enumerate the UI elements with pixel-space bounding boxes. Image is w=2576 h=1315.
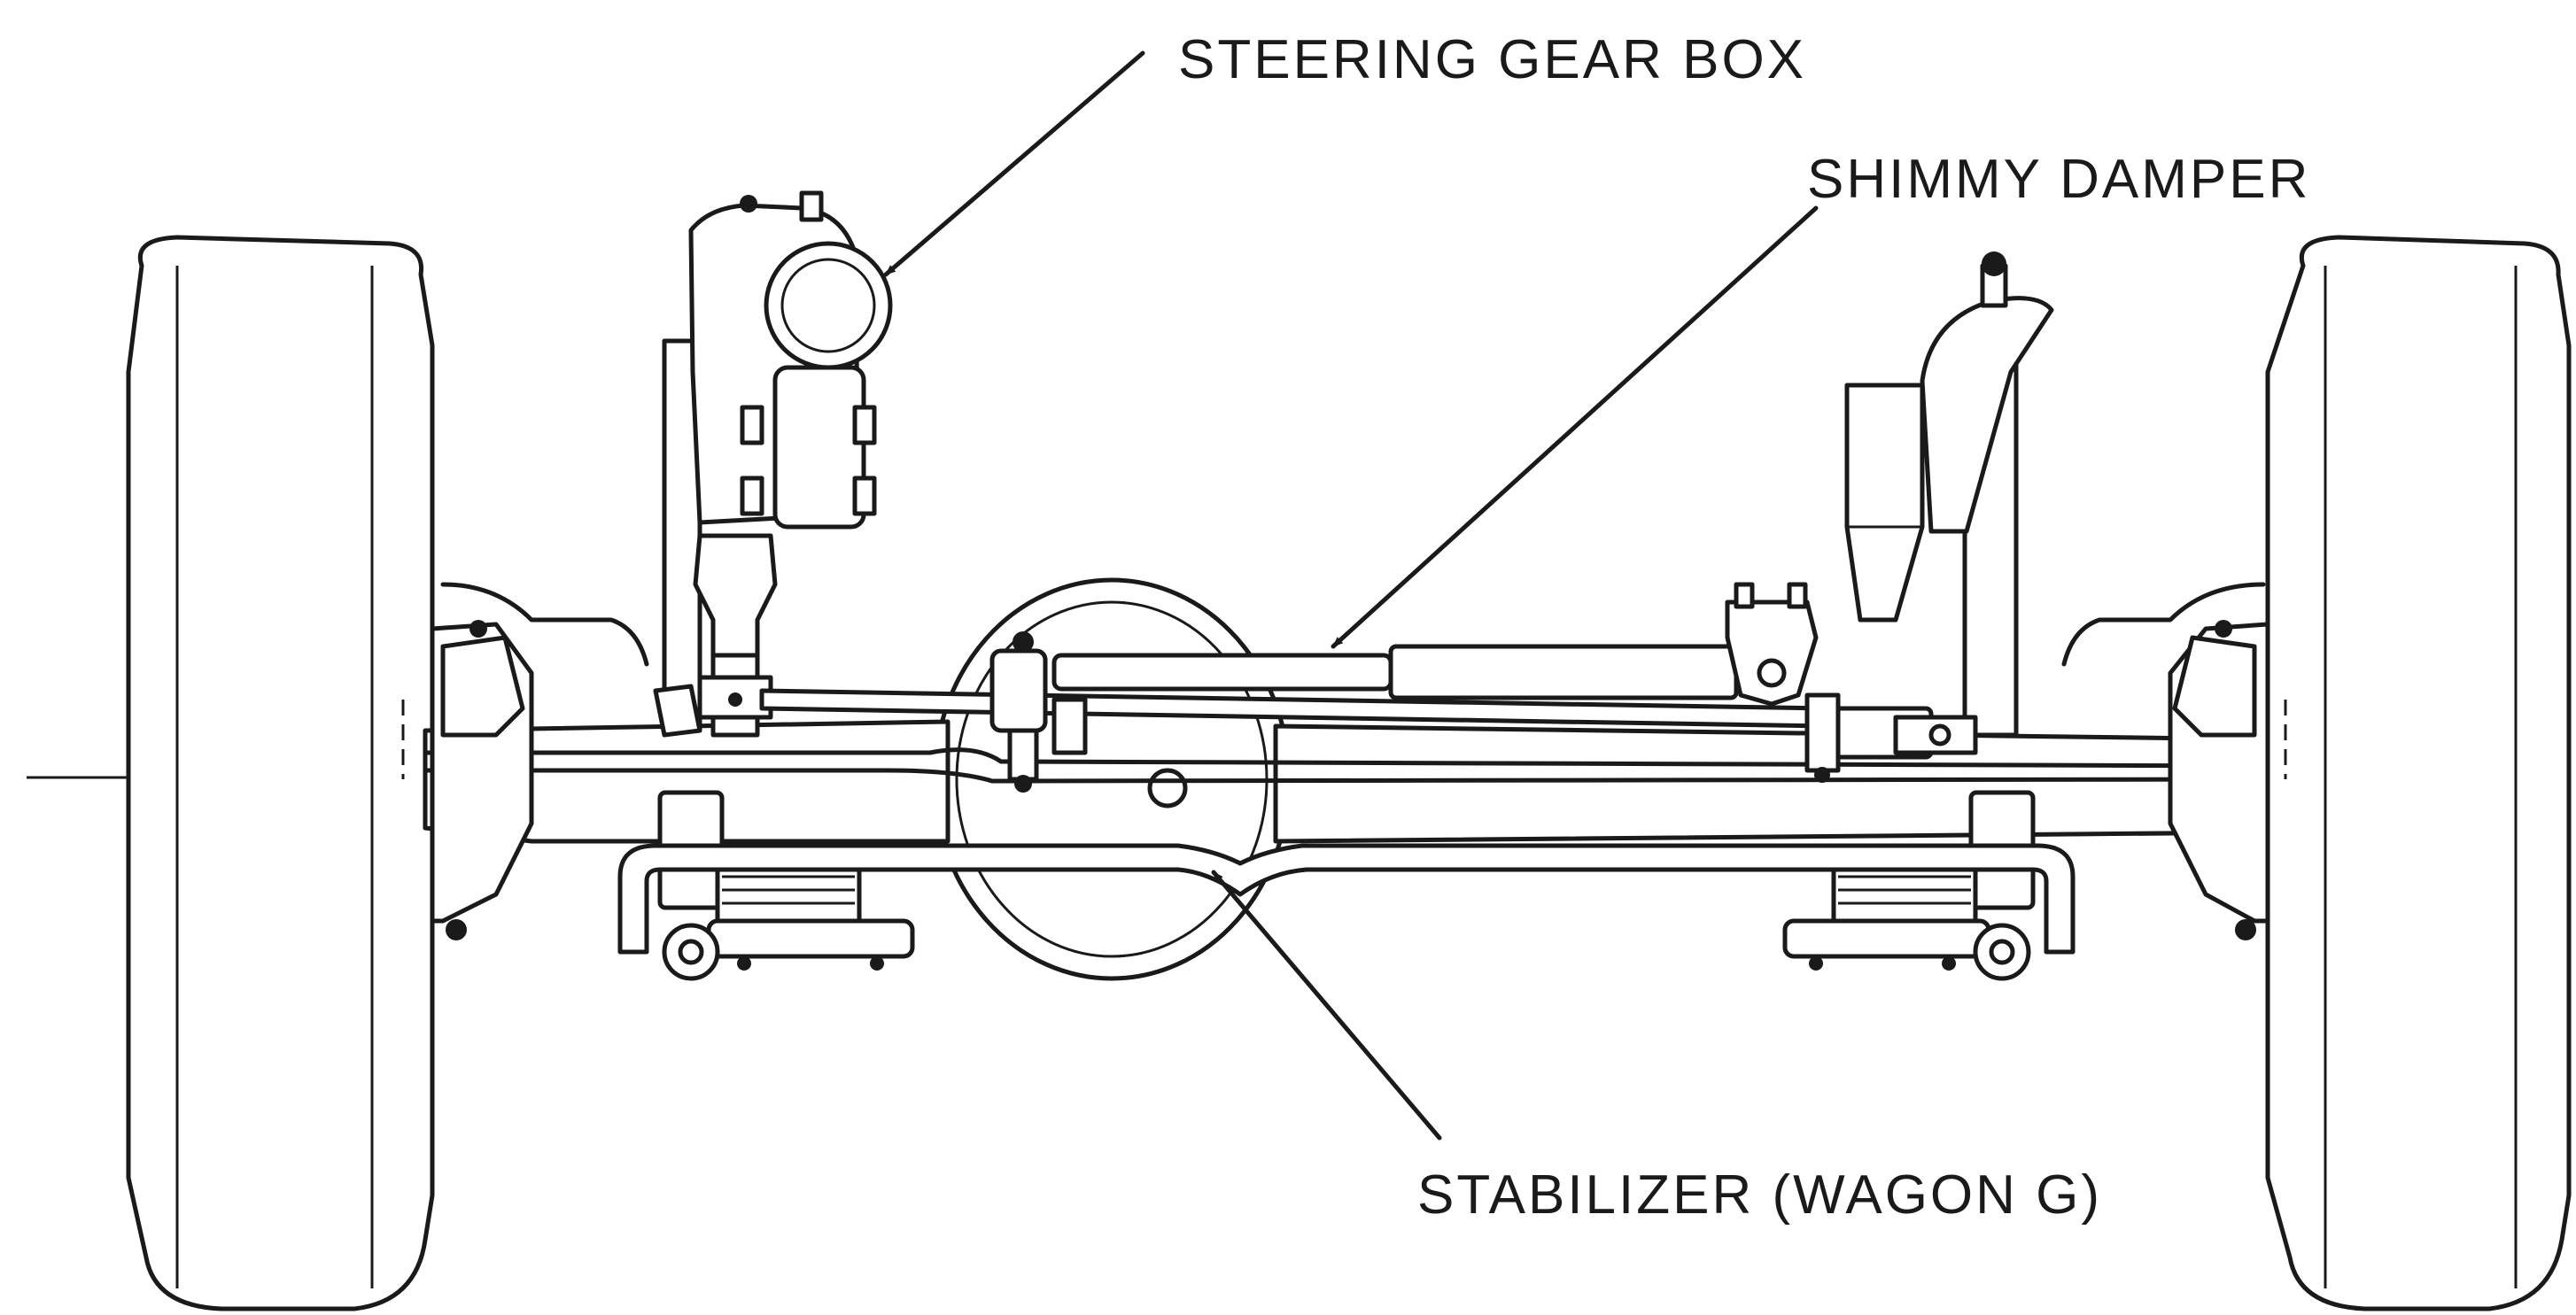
right-steering-knuckle <box>2061 582 2287 940</box>
steering-gear-box <box>688 190 893 530</box>
leader-lines <box>883 50 1819 1141</box>
shimmy-damper <box>989 582 1819 793</box>
pitman-arm <box>693 533 778 738</box>
left-steering-knuckle <box>401 582 649 940</box>
right-shock-absorber <box>1844 251 2054 738</box>
right-tire <box>2265 235 2572 1311</box>
left-tire <box>126 235 435 1311</box>
stabilizer-bar <box>617 843 2076 955</box>
label-stabilizer: STABILIZER (WAGON G) <box>1417 1164 2102 1226</box>
right-tie-rod-end <box>1804 692 1978 783</box>
label-shimmy-damper: SHIMMY DAMPER <box>1807 149 2310 210</box>
label-steering-gear-box: STEERING GEAR BOX <box>1178 29 1806 90</box>
